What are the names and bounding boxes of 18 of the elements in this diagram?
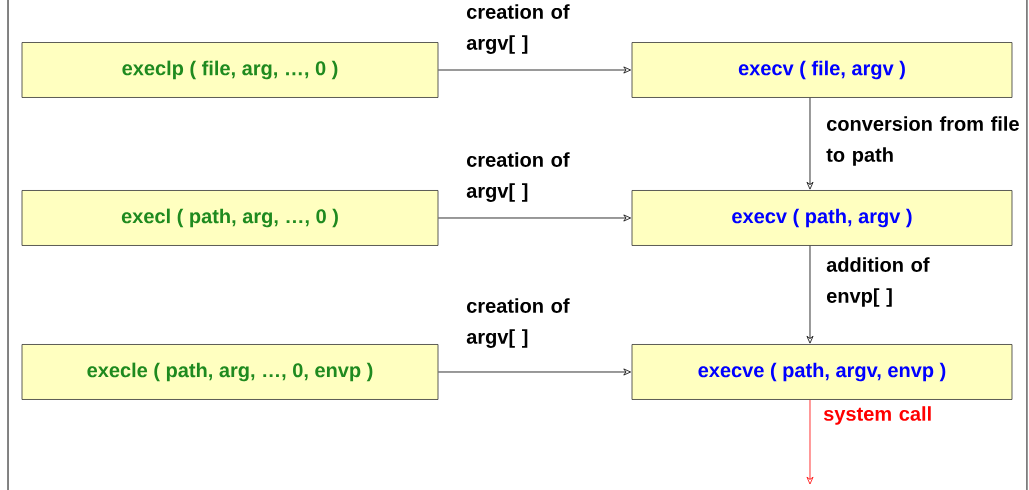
edge-label: system call: [823, 406, 931, 425]
function-box: execve ( path, argv, envp ): [631, 344, 1013, 400]
edge-label: conversion from file to path: [826, 116, 1019, 166]
edge-label: creation of argv[ ]: [466, 152, 570, 202]
edge-label: creation of argv[ ]: [466, 4, 570, 54]
function-box: execv ( path, argv ): [631, 190, 1013, 246]
function-box: execv ( file, argv ): [631, 42, 1013, 98]
arrow: [438, 368, 631, 376]
arrow: [438, 66, 631, 74]
function-box: execle ( path, arg, …, 0, envp ): [21, 344, 439, 400]
function-box: execlp ( file, arg, …, 0 ): [21, 42, 439, 98]
function-box: execl ( path, arg, …, 0 ): [21, 190, 439, 246]
arrow: [806, 245, 814, 344]
edge-label: creation of argv[ ]: [466, 298, 570, 348]
arrow: [806, 97, 814, 190]
arrow: [806, 399, 814, 485]
arrow: [438, 214, 631, 222]
edge-label: addition of envp[ ]: [826, 257, 930, 307]
